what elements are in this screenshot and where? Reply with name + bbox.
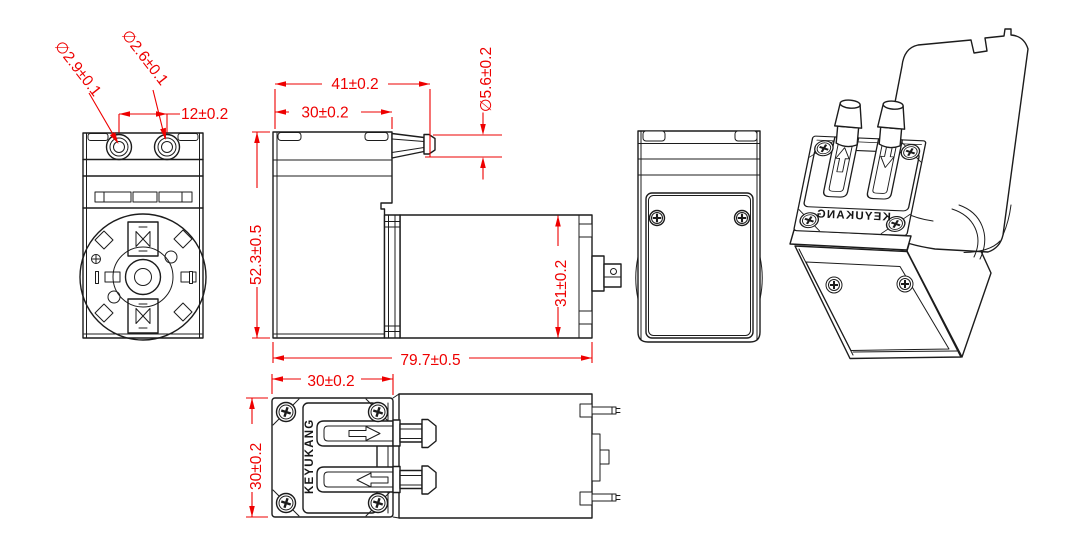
rear-screw-right xyxy=(733,209,751,227)
outlet-port-circle xyxy=(153,133,181,161)
dim-motor-od: 31±0.2 xyxy=(553,260,570,307)
inlet-port-circle xyxy=(105,133,133,161)
brand-text: KEYUKANG xyxy=(304,419,316,494)
side-view xyxy=(272,131,622,339)
dim-port-diameter-26: ∅2.6±0.1 xyxy=(118,27,171,89)
outlet-barb-bottom xyxy=(392,418,437,449)
outlet-port-side xyxy=(391,132,436,159)
motor-end-face xyxy=(79,213,207,341)
rear-view xyxy=(635,130,763,343)
motor-bottom xyxy=(392,393,621,519)
brand-text-mirrored: KEYUKANG xyxy=(815,208,891,223)
front-face-iso xyxy=(794,245,962,360)
rear-screw-left xyxy=(648,209,666,227)
vent-slots xyxy=(94,191,193,203)
dim-head-height: 30±0.2 xyxy=(248,443,265,490)
dim-total-height: 52.3±0.5 xyxy=(248,225,265,285)
bottom-view: KEYUKANG xyxy=(272,393,621,519)
dim-port-diameter-29: ∅2.9±0.1 xyxy=(51,38,104,100)
terminal-connector-side xyxy=(591,255,622,292)
dim-depth-with-port: 41±0.2 xyxy=(331,76,378,93)
inlet-barb-bottom xyxy=(392,465,437,495)
dim-barb-od: ∅5.6±0.2 xyxy=(478,47,495,112)
dim-port-spacing: 12±0.2 xyxy=(181,106,228,123)
motor-side xyxy=(383,214,622,339)
dim-head-width: 30±0.2 xyxy=(307,373,354,390)
front-view xyxy=(79,132,207,341)
terminal-pins-bottom xyxy=(591,406,621,502)
isometric-view: KEYUKANG xyxy=(789,28,1029,360)
dim-head-depth: 30±0.2 xyxy=(301,105,348,122)
manifold-plate xyxy=(272,398,393,517)
dimension-arrowheads xyxy=(109,81,592,517)
dim-total-length: 79.7±0.5 xyxy=(400,352,460,369)
